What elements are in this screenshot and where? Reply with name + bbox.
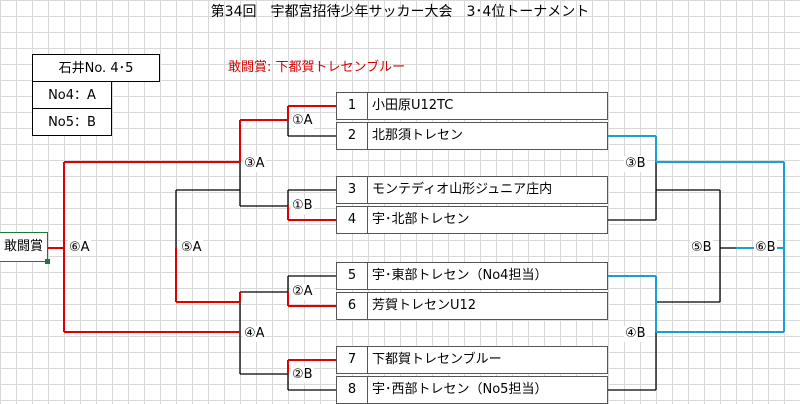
team-1-number: 1 xyxy=(336,92,368,120)
team-5-number: 5 xyxy=(336,262,368,290)
team-3-number: 3 xyxy=(336,176,368,204)
court-a-box: No4：A xyxy=(32,81,112,109)
final-box: 敢闘賞 xyxy=(0,232,48,262)
match-2a-label: ②A xyxy=(291,284,314,300)
prize-text: 敢闘賞: 下都賀トレセンブルー xyxy=(228,60,406,75)
match-5a-label: ⑤A xyxy=(180,240,203,256)
team-4-number: 4 xyxy=(336,206,368,234)
final-marker xyxy=(45,259,50,264)
team-4-name: 宇･北部トレセン xyxy=(368,206,608,234)
match-6a-label: ⑥A xyxy=(68,240,91,256)
match-4b-label: ④B xyxy=(624,326,647,342)
page-title: 第34回 宇都宮招待少年サッカー大会 3･4位トーナメント xyxy=(210,4,590,20)
match-5b-label: ⑤B xyxy=(690,240,713,256)
team-1-name: 小田原U12TC xyxy=(368,92,608,120)
court-b-box: No5：B xyxy=(32,108,112,136)
match-6b-label: ⑥B xyxy=(754,240,777,256)
team-6-number: 6 xyxy=(336,292,368,320)
team-2-name: 北那須トレセン xyxy=(368,122,608,150)
match-2b-label: ②B xyxy=(291,367,314,383)
team-8-number: 8 xyxy=(336,376,368,404)
match-3b-label: ③B xyxy=(624,156,647,172)
match-3a-label: ③A xyxy=(243,156,266,172)
match-4a-label: ④A xyxy=(243,326,266,342)
match-1a-label: ①A xyxy=(291,113,314,129)
team-6-name: 芳賀トレセンU12 xyxy=(368,292,608,320)
team-5-name: 宇･東部トレセン（No4担当） xyxy=(368,262,608,290)
match-1b-label: ①B xyxy=(291,198,314,214)
team-3-name: モンテディオ山形ジュニア庄内 xyxy=(368,176,608,204)
team-7-name: 下都賀トレセンブルー xyxy=(368,346,608,374)
team-2-number: 2 xyxy=(336,122,368,150)
team-8-name: 宇･西部トレセン（No5担当） xyxy=(368,376,608,404)
team-7-number: 7 xyxy=(336,346,368,374)
